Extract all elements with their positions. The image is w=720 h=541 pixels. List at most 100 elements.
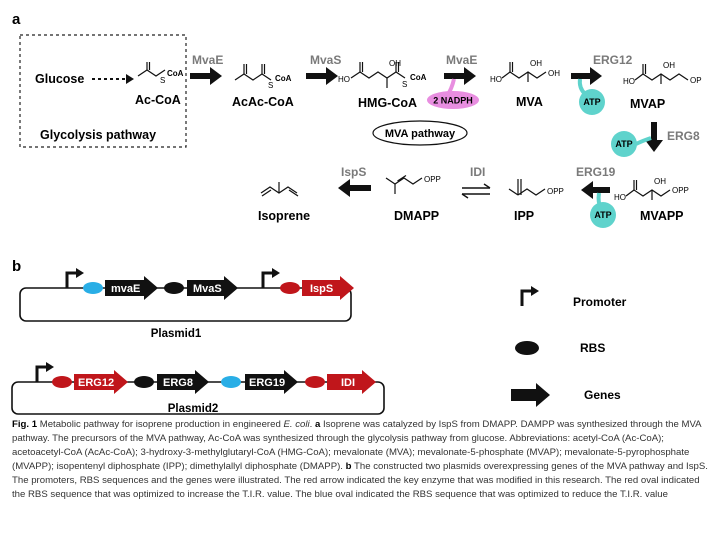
legend-rbs-label: RBS [580,341,605,355]
mva-structure [501,62,547,82]
mva-pathway-label: MVA pathway [385,128,456,140]
plasmid1-promoter-2 [261,271,274,288]
acacoa-s: S [268,81,273,90]
figure-caption: Fig. 1 Metabolic pathway for isoprene pr… [12,418,712,501]
plasmid1-gene-1-label: mvaE [111,283,140,295]
enzyme-mvae-2: MvaE [446,53,477,67]
isoprene-label: Isoprene [258,209,310,223]
plasmid1-gene-1 [105,276,158,300]
plasmid2-gene-3-label: ERG19 [249,377,285,389]
hmgcoa-oh: OH [389,59,401,68]
nadph-oval [427,91,479,109]
glycolysis-box [19,34,187,148]
plasmid1-promoter-2-head [272,268,280,278]
enzyme-erg12: ERG12 [593,53,633,67]
arrow-erg19 [581,181,610,199]
ipp-opp: OPP [547,187,564,196]
acacoa-structure [234,64,272,81]
plasmid1-promoter-1 [65,271,78,288]
plasmid2-gene-4 [327,370,376,394]
plasmid1-rbs-1 [83,282,103,294]
plasmid2-gene-2-label: ERG8 [163,377,193,389]
plasmid1: mvaE MvaS IspS Plasmid1 [19,268,354,340]
acoa-coa: CoA [167,69,184,78]
arrow-erg8 [645,122,663,152]
glycolysis-title: Glycolysis pathway [40,128,156,142]
hmgcoa-structure [350,62,406,88]
mvapp-opp: OPP [672,186,689,195]
plasmid2-rbs-3 [221,376,241,388]
plasmid1-rbs-2 [164,282,184,294]
legend: Promoter RBS Genes [511,286,627,407]
panel-b-label: b [12,258,21,275]
hmgcoa-s: S [402,80,407,89]
mvap-oh: OH [663,61,675,70]
arrow-mvas [306,67,338,85]
legend-promoter-icon [520,289,533,306]
plasmid1-name: Plasmid1 [151,328,202,340]
mva-ho-1: HO [490,75,502,84]
legend-gene-icon [511,383,550,407]
legend-promoter-label: Promoter [573,295,627,309]
mva-oh: OH [530,59,542,68]
acoa-label: Ac-CoA [135,93,181,107]
nadph-label: 2 NADPH [433,96,473,106]
legend-genes-label: Genes [584,388,621,402]
enzyme-idi: IDI [470,165,485,179]
caption-text-1: Metabolic pathway for isoprene productio… [37,419,284,430]
plasmid2-gene-1-label: ERG12 [78,377,114,389]
mvap-ho: HO [623,77,635,86]
hmgcoa-ho: HO [338,75,350,84]
arrow-mvae-2 [444,67,476,85]
caption-b-label: b [345,460,352,472]
dmapp-structure [385,174,423,194]
acacoa-coa: CoA [275,74,292,83]
plasmid2-gene-4-label: IDI [341,377,355,389]
mva-label: MVA [516,95,543,109]
plasmid2-rbs-2 [134,376,154,388]
dmapp-label: DMAPP [394,209,439,223]
plasmid2-gene-1 [74,370,128,394]
mva-pathway-oval [372,120,468,146]
isoprene-structure [260,182,299,197]
ipp-label: IPP [514,209,534,223]
atp1-circle [579,89,605,115]
atp1-label: ATP [583,97,600,107]
arrow-isps [338,179,371,197]
glucose-arrowhead [126,74,134,84]
plasmid2-gene-3 [245,370,298,394]
mva-oh-end: OH [548,69,560,78]
idi-equilibrium-arrows [461,183,491,199]
caption-a-label: a [314,419,321,430]
arrow-mvae-1 [190,67,222,85]
panel-a-label: a [12,11,21,28]
acoa-structure [137,62,166,77]
enzyme-mvae-1: MvaE [192,53,223,67]
atp2-circle [611,131,637,157]
plasmid1-backbone [19,287,352,322]
plasmid1-promoter-1-head [76,268,84,278]
atp3-circle [590,202,616,228]
caption-text-3: Isoprene was catalyzed by IspS from DMAP… [12,419,702,472]
mvap-op: OP [690,76,702,85]
ipp-structure [508,179,546,196]
caption-text-4: The constructed two plasmids overexpress… [12,460,708,500]
caption-text-2: . [309,419,315,430]
plasmid2-promoter-head [46,362,54,372]
hmgcoa-coa: CoA [410,73,427,82]
atp2-connector [635,136,652,146]
dmapp-opp: OPP [424,175,441,184]
acacoa-label: AcAc-CoA [232,95,294,109]
glucose-label: Glucose [35,72,84,86]
enzyme-erg19: ERG19 [576,165,616,179]
mvapp-structure [625,180,671,200]
enzyme-mvas: MvaS [310,53,341,67]
enzyme-isps: IspS [341,165,366,179]
plasmid2-name: Plasmid2 [168,403,219,415]
plasmid1-rbs-3 [280,282,300,294]
mvapp-label: MVAPP [640,209,684,223]
plasmid2-gene-2 [157,370,209,394]
atp3-label: ATP [594,210,611,220]
mvapp-ho: HO [614,193,626,202]
